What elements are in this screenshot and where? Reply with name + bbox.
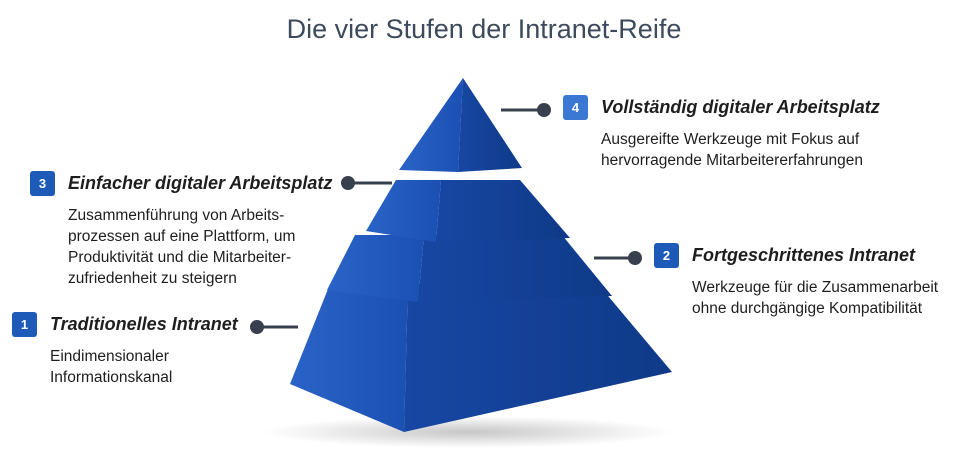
stage-3-description: Zusammenführung von Arbeits- prozessen a… — [68, 207, 296, 287]
stage-3: 3 Einfacher digitaler Arbeitsplatz Zusam… — [30, 171, 332, 289]
stage-4: 4 Vollständig digitaler Arbeitsplatz Aus… — [563, 95, 880, 171]
stage-2: 2 Fortgeschrittenes Intranet Werkzeuge f… — [654, 243, 938, 319]
pyramid-tier-4 — [399, 78, 522, 172]
stage-1-badge: 1 — [12, 312, 37, 337]
stage-4-title: Vollständig digitaler Arbeitsplatz — [601, 97, 880, 117]
connector-stage-2 — [594, 251, 642, 265]
page-title: Die vier Stufen der Intranet-Reife — [286, 14, 682, 44]
pyramid-tier-1 — [290, 284, 672, 432]
stage-1: 1 Traditionelles Intranet Eindimensional… — [12, 312, 238, 388]
stage-2-badge: 2 — [654, 243, 679, 268]
pyramid-tier-2 — [327, 235, 612, 302]
stage-3-title: Einfacher digitaler Arbeitsplatz — [68, 173, 333, 193]
pyramid-shadow — [263, 416, 673, 448]
stage-2-title: Fortgeschrittenes Intranet — [692, 245, 916, 265]
stage-1-description: Eindimensionaler Informationskanal — [50, 348, 173, 386]
stage-4-badge: 4 — [563, 95, 588, 120]
stage-2-description: Werkzeuge für die Zusammenarbeit ohne du… — [692, 279, 939, 317]
connector-stage-4 — [501, 103, 551, 117]
connector-stage-3 — [341, 176, 392, 190]
stage-3-badge: 3 — [30, 171, 55, 196]
stage-1-title: Traditionelles Intranet — [50, 314, 238, 334]
stage-4-description: Ausgereifte Werkzeuge mit Fokus auf herv… — [601, 131, 863, 169]
pyramid-tier-3 — [366, 180, 570, 242]
connector-stage-1 — [250, 320, 298, 334]
